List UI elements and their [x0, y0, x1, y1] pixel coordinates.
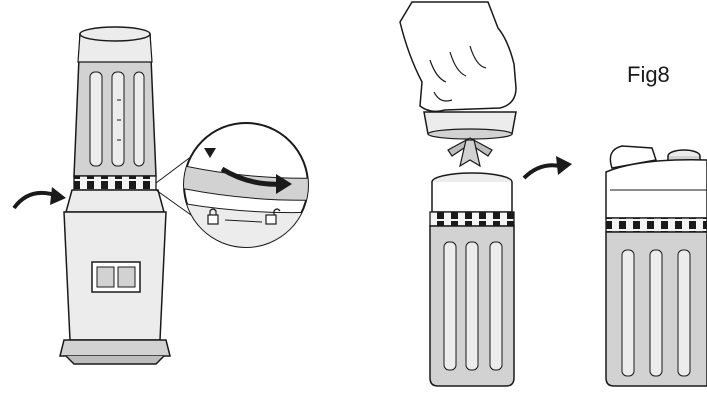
curved-arrow-up-right-icon: [524, 156, 572, 178]
blender-lock-ring: [74, 176, 156, 190]
bottle-with-lid: [606, 146, 707, 386]
blender-cup: [74, 27, 156, 176]
curved-arrow-right-icon: [14, 187, 66, 208]
blade-assembly: [424, 112, 516, 166]
motor-base: [60, 190, 170, 364]
bottle-open: [430, 173, 514, 386]
blender-assembled: [60, 27, 170, 364]
lid-lock-ring: [606, 218, 707, 232]
base-button-left: [97, 267, 114, 287]
base-button-right: [118, 267, 135, 287]
zoom-detail-circle: [180, 123, 320, 260]
hand-holding-blade: [400, 2, 516, 111]
figure-label: Fig8: [627, 62, 670, 88]
bottle-lock-ring: [430, 212, 514, 226]
